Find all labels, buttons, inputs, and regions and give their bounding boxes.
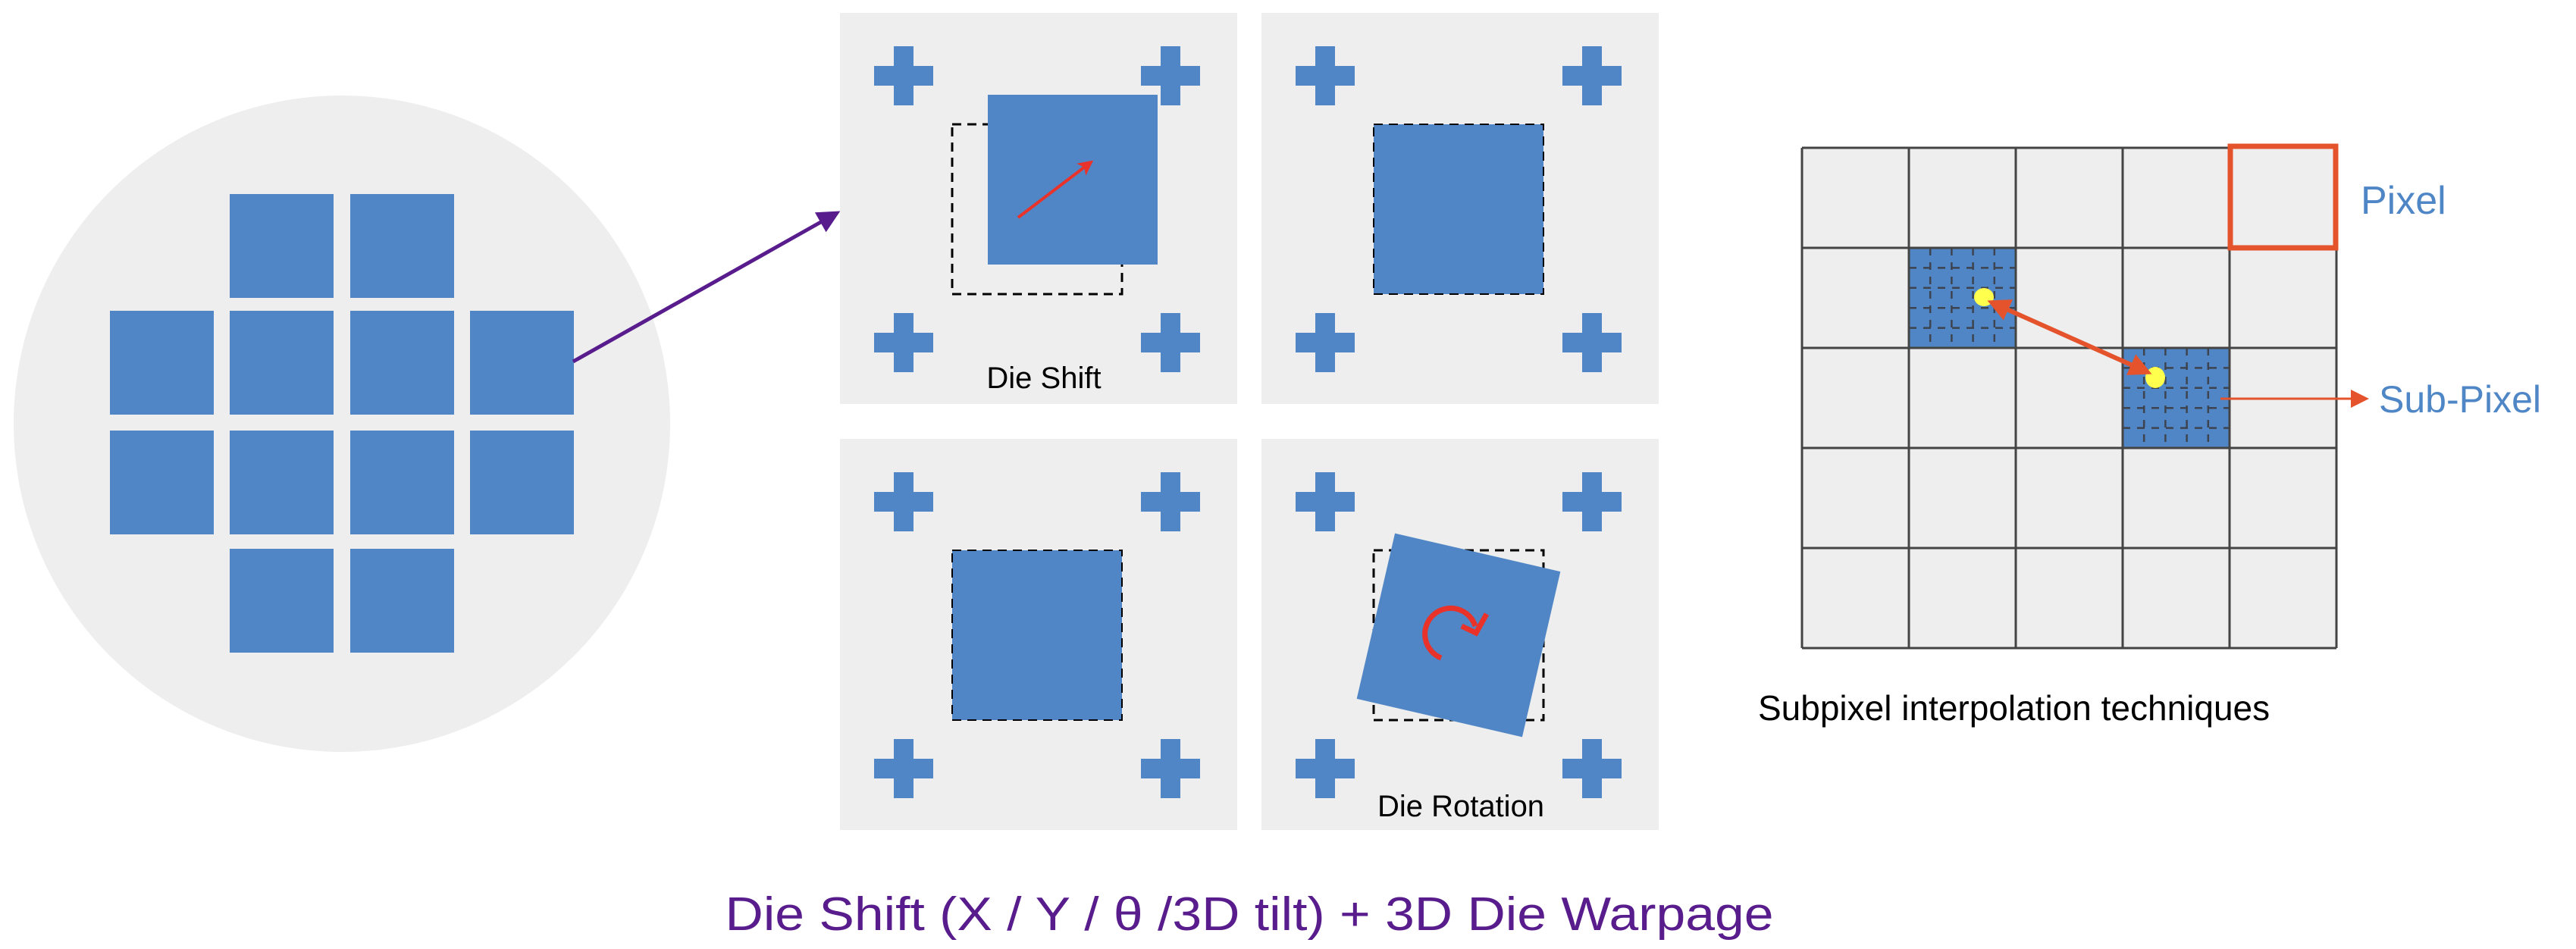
cross-horizontal — [1562, 66, 1622, 86]
aligned-die — [1374, 124, 1543, 294]
wafer-dies — [110, 194, 574, 653]
die-shift-label: Die Shift — [986, 362, 1101, 395]
alignment-cross-icon — [874, 313, 933, 372]
cross-horizontal — [1296, 66, 1355, 86]
cross-horizontal — [1296, 759, 1355, 778]
cross-horizontal — [874, 492, 933, 512]
nominal-position-outline — [1373, 124, 1544, 295]
shifted-die — [988, 95, 1158, 265]
alignment-cross-icon — [1562, 46, 1622, 105]
alignment-cross-icon — [1296, 46, 1355, 105]
wafer-die — [350, 431, 454, 534]
pixel-label: Pixel — [2361, 179, 2446, 223]
wafer-die — [470, 431, 574, 534]
wafer-die — [110, 311, 214, 415]
wafer-die — [110, 431, 214, 534]
panel-die-aligned — [1261, 13, 1659, 404]
cross-horizontal — [1562, 759, 1622, 778]
alignment-cross-icon — [1141, 46, 1200, 105]
cross-horizontal — [1562, 333, 1622, 352]
rotation-arrowhead — [1460, 612, 1490, 637]
alignment-cross-icon — [1296, 313, 1355, 372]
pixel-grid — [1800, 143, 2339, 650]
wafer-die — [230, 549, 334, 653]
rotation-arrow-icon — [1422, 605, 1478, 661]
alignment-cross-icon — [1296, 472, 1355, 531]
rotated-die — [1356, 533, 1561, 738]
panel-die-shift — [840, 13, 1237, 404]
die-panels — [840, 13, 1659, 830]
alignment-cross-icon — [874, 472, 933, 531]
cross-horizontal — [1141, 759, 1200, 778]
wafer-die — [470, 311, 574, 415]
main-title: Die Shift (X / Y / θ /3D tilt) + 3D Die … — [725, 888, 1774, 941]
wafer-die — [230, 311, 334, 415]
panel-die-rotation — [1261, 439, 1659, 830]
subpixel-point — [1974, 288, 1994, 306]
wafer-die — [230, 194, 334, 298]
alignment-cross-icon — [1562, 313, 1622, 372]
grid-caption: Subpixel interpolation techniques — [1758, 688, 2270, 728]
alignment-cross-icon — [1141, 313, 1200, 372]
wafer-die — [230, 431, 334, 534]
nominal-position-outline — [951, 550, 1123, 721]
alignment-cross-icon — [1296, 739, 1355, 798]
shift-arrow-icon — [1017, 160, 1094, 219]
subpixel-cell-fill — [1909, 248, 2016, 348]
alignment-cross-icon — [1141, 739, 1200, 798]
alignment-cross-icon — [1141, 472, 1200, 531]
cross-horizontal — [1141, 66, 1200, 86]
aligned-die — [952, 550, 1122, 720]
cross-horizontal — [874, 66, 933, 86]
cross-horizontal — [1141, 492, 1200, 512]
die-rotation-label: Die Rotation — [1377, 790, 1544, 823]
wafer-circle — [14, 96, 670, 752]
alignment-cross-icon — [1562, 472, 1622, 531]
cross-horizontal — [1141, 333, 1200, 352]
alignment-cross-icon — [1562, 739, 1622, 798]
cross-horizontal — [874, 333, 933, 352]
alignment-cross-icon — [874, 739, 933, 798]
subpixel-label: Sub-Pixel — [2379, 378, 2541, 421]
alignment-cross-icon — [874, 46, 933, 105]
cross-horizontal — [1296, 492, 1355, 512]
subpixel-cell-fill — [2123, 348, 2230, 448]
cross-horizontal — [1296, 333, 1355, 352]
panel-die-aligned-2 — [840, 439, 1237, 830]
interpolation-arrow — [1987, 299, 2152, 375]
cross-horizontal — [874, 759, 933, 778]
wafer-die — [350, 549, 454, 653]
cross-horizontal — [1562, 492, 1622, 512]
subpixel-cell — [2123, 348, 2230, 448]
wafer — [14, 96, 670, 752]
wafer-die — [350, 311, 454, 415]
zoom-arrow — [572, 211, 841, 364]
pixel-highlight-box — [2227, 143, 2339, 251]
subpixel-cell — [1909, 248, 2016, 348]
wafer-die — [350, 194, 454, 298]
